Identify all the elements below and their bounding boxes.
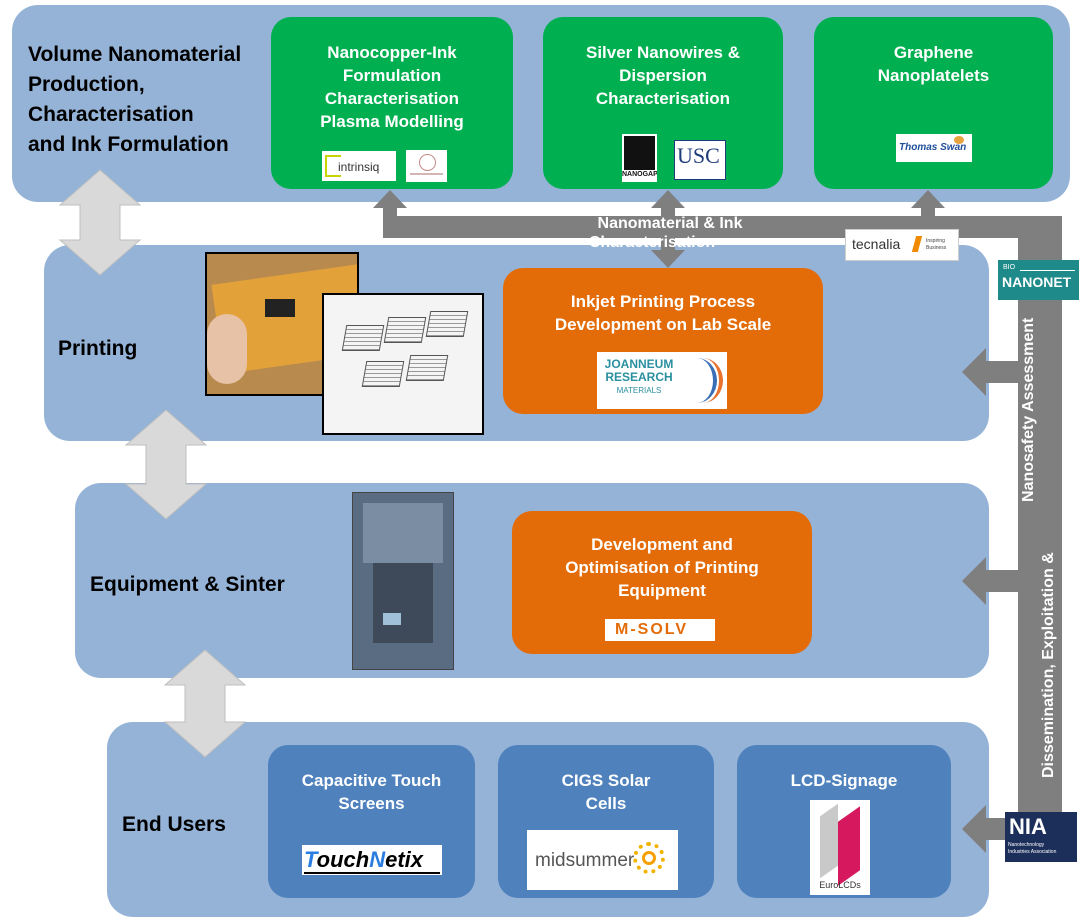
stem-nanocopper bbox=[383, 206, 397, 238]
usc-logo: USC bbox=[674, 140, 726, 180]
midsummer-logo-text: midsummer bbox=[535, 850, 635, 871]
end-users-row-title: End Users bbox=[122, 813, 226, 836]
nia-logo: NIA Nanotechnology Industries Associatio… bbox=[1005, 812, 1077, 862]
touch-line-1: Capacitive Touch bbox=[301, 771, 442, 790]
m-solv-logo: M-SOLV bbox=[605, 619, 715, 641]
side-arrow-equipment-shaft bbox=[984, 570, 1020, 592]
dissemination-label: Dissemination, Exploitation & bbox=[1040, 552, 1058, 778]
characterisation-label-line-1: Nanomaterial & Ink bbox=[597, 215, 743, 232]
eurolcds-logo: EuroLCDs bbox=[810, 800, 870, 895]
usc-logo-text: USC bbox=[677, 143, 720, 168]
nia-logo-text: NIA bbox=[1009, 814, 1047, 839]
stem-graphene bbox=[921, 206, 935, 236]
bio-nanonet-logo: BIO NANONET bbox=[998, 260, 1079, 300]
intrinsiq-logo-text: intrinsiq bbox=[338, 160, 380, 174]
nanocopper-line-3: Characterisation bbox=[324, 89, 460, 108]
joanneum-logo-text: JOANNEUM RESEARCH MATERIALS bbox=[601, 358, 677, 397]
double-arrow-volume-printing bbox=[58, 169, 142, 276]
capacitive-touch-box: Capacitive Touch Screens bbox=[268, 745, 475, 898]
joanneum-logo-line-1: JOANNEUM bbox=[604, 357, 674, 371]
touchnetix-logo-etix: etix bbox=[385, 847, 423, 872]
double-arrow-equipment-endusers bbox=[163, 649, 247, 758]
dissemination-label-line-1: Dissemination, Exploitation & bbox=[1040, 552, 1057, 778]
volume-row-title-line-4: and Ink Formulation bbox=[28, 133, 229, 156]
volume-row-title-line-3: Characterisation bbox=[28, 103, 194, 126]
nia-logo-tagline: Nanotechnology Industries Association bbox=[1008, 842, 1056, 856]
tecnalia-logo-text: tecnalia bbox=[852, 236, 901, 252]
touchnetix-logo-t: T bbox=[304, 847, 317, 872]
equipment-row-title: Equipment & Sinter bbox=[90, 573, 285, 596]
graphene-line-1: Graphene bbox=[893, 43, 974, 62]
midsummer-logo: midsummer bbox=[527, 830, 678, 890]
nia-logo-tagline-1: Nanotechnology bbox=[1008, 842, 1045, 848]
side-arrow-equipment-head bbox=[962, 557, 986, 605]
nanocopper-line-1: Nanocopper-Ink bbox=[327, 43, 457, 62]
double-arrow-printing-equipment bbox=[124, 409, 208, 520]
joanneum-research-logo: JOANNEUM RESEARCH MATERIALS bbox=[597, 352, 727, 409]
nanocopper-line-2: Formulation bbox=[342, 66, 442, 85]
lcd-line-1: LCD-Signage bbox=[790, 771, 898, 790]
silver-line-1: Silver Nanowires & bbox=[585, 43, 740, 62]
silver-line-2: Dispersion bbox=[619, 66, 707, 85]
thomas-swan-logo: Thomas Swan bbox=[896, 134, 972, 162]
eurolcds-logo-text: EuroLCDs bbox=[819, 880, 861, 890]
nia-logo-tagline-2: Industries Association bbox=[1008, 849, 1057, 855]
touchnetix-logo-n: N bbox=[369, 847, 386, 872]
volume-row-title: Volume Nanomaterial Production, Characte… bbox=[28, 40, 241, 160]
nanogap-logo: NANOGAP bbox=[622, 134, 657, 182]
equipment-dev-line-2: Optimisation of Printing bbox=[565, 558, 759, 577]
nanogap-logo-text: NANOGAP bbox=[622, 171, 657, 178]
touchnetix-logo: TouchNetix bbox=[302, 845, 442, 875]
arrow-down-inkjet bbox=[651, 250, 685, 268]
characterisation-label: Nanomaterial & Ink Characterisation bbox=[540, 214, 800, 252]
graphene-line-2: Nanoplatelets bbox=[877, 66, 990, 85]
arrow-up-silver bbox=[651, 190, 685, 208]
arrow-up-graphene bbox=[911, 190, 945, 208]
volume-row-title-line-2: Production, bbox=[28, 73, 145, 96]
side-arrow-printing-head bbox=[962, 348, 986, 396]
characterisation-label-line-2: Characterisation bbox=[588, 234, 716, 251]
silver-nanowires-box: Silver Nanowires & Dispersion Characteri… bbox=[543, 17, 783, 189]
printed-mesh-photo bbox=[322, 293, 484, 435]
stem-silver bbox=[661, 206, 675, 236]
joanneum-logo-line-3: MATERIALS bbox=[616, 386, 662, 395]
graphene-box: Graphene Nanoplatelets bbox=[814, 17, 1053, 189]
arrow-up-nanocopper bbox=[373, 190, 407, 208]
touch-line-2: Screens bbox=[338, 794, 405, 813]
intrinsiq-logo: intrinsiq bbox=[322, 151, 396, 181]
touchnetix-logo-ouch: ouch bbox=[316, 847, 370, 872]
joanneum-logo-line-2: RESEARCH bbox=[605, 370, 673, 384]
volume-row-title-line-1: Volume Nanomaterial bbox=[28, 43, 242, 66]
nanosafety-label-line-2: Nanosafety Assessment bbox=[1020, 317, 1037, 502]
nanosafety-label: Nanosafety Assessment bbox=[1020, 318, 1038, 502]
bio-nanonet-logo-text: NANONET bbox=[1002, 274, 1072, 290]
bio-nanonet-logo-small: BIO bbox=[1003, 264, 1016, 271]
m-solv-logo-text: M-SOLV bbox=[615, 621, 689, 638]
printing-row-title: Printing bbox=[58, 337, 138, 360]
tecnalia-logo: tecnalia Inspiring Business bbox=[845, 229, 959, 261]
sun-icon bbox=[633, 842, 665, 874]
equipment-photo bbox=[352, 492, 454, 670]
thomas-swan-logo-text: Thomas Swan bbox=[899, 142, 967, 153]
cigs-line-2: Cells bbox=[585, 794, 627, 813]
stem-inkjet bbox=[661, 236, 675, 252]
side-arrow-endusers-head bbox=[962, 805, 986, 853]
equipment-dev-line-3: Equipment bbox=[618, 581, 706, 600]
nanocopper-line-4: Plasma Modelling bbox=[320, 112, 464, 131]
inkjet-line-1: Inkjet Printing Process bbox=[570, 292, 756, 311]
cigs-line-1: CIGS Solar bbox=[561, 771, 651, 790]
inkjet-line-2: Development on Lab Scale bbox=[554, 315, 772, 334]
side-arrow-printing-shaft bbox=[984, 361, 1020, 383]
university-crest-logo bbox=[406, 150, 447, 182]
equipment-dev-line-1: Development and bbox=[591, 535, 733, 554]
tecnalia-logo-tagline: Inspiring Business bbox=[926, 238, 947, 251]
silver-line-3: Characterisation bbox=[595, 89, 731, 108]
dissemination-bar bbox=[1018, 216, 1062, 846]
